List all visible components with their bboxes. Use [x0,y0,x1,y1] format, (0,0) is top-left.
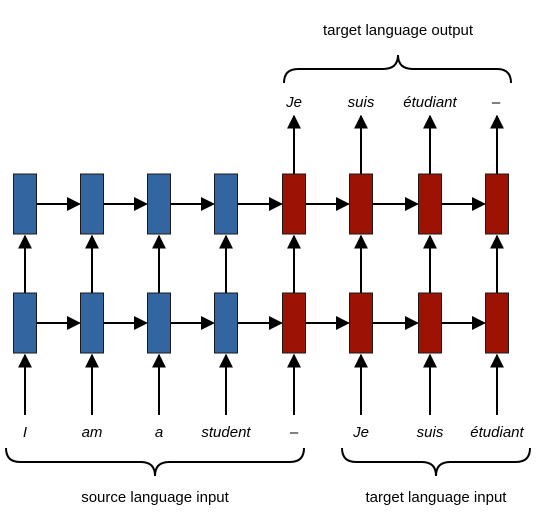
output-token: – [491,94,501,111]
decoder-cell-bottom [418,292,442,354]
decoder-cell-top [485,173,509,235]
input-token: étudiant [470,424,524,441]
encoder-cell-top [147,173,171,235]
input-token: – [289,424,299,441]
target-input-caption: target language input [366,489,508,506]
input-token: student [201,424,251,441]
source-input-caption: source language input [81,489,229,506]
input-token: suis [417,424,444,441]
target-input-brace [341,447,531,477]
encoder-cell-bottom [80,292,104,354]
source-input-brace [5,447,305,477]
encoder-cell-bottom [13,292,37,354]
decoder-cell-top [349,173,373,235]
target-output-brace [283,54,512,84]
target-output-caption: target language output [323,22,474,39]
decoder-cell-top [282,173,306,235]
decoder-cell-bottom [349,292,373,354]
encoder-cell-top [214,173,238,235]
decoder-cell-bottom [282,292,306,354]
encoder-cell-top [13,173,37,235]
input-token: a [155,424,163,441]
decoder-cell-bottom [485,292,509,354]
input-token: I [23,424,27,441]
encoder-cell-bottom [147,292,171,354]
encoder-cell-top [80,173,104,235]
output-token: étudiant [403,94,457,111]
output-token: Je [285,94,302,111]
input-token: Je [352,424,369,441]
decoder-cell-top [418,173,442,235]
output-token: suis [348,94,375,111]
encoder-cell-bottom [214,292,238,354]
input-token: am [82,424,103,441]
